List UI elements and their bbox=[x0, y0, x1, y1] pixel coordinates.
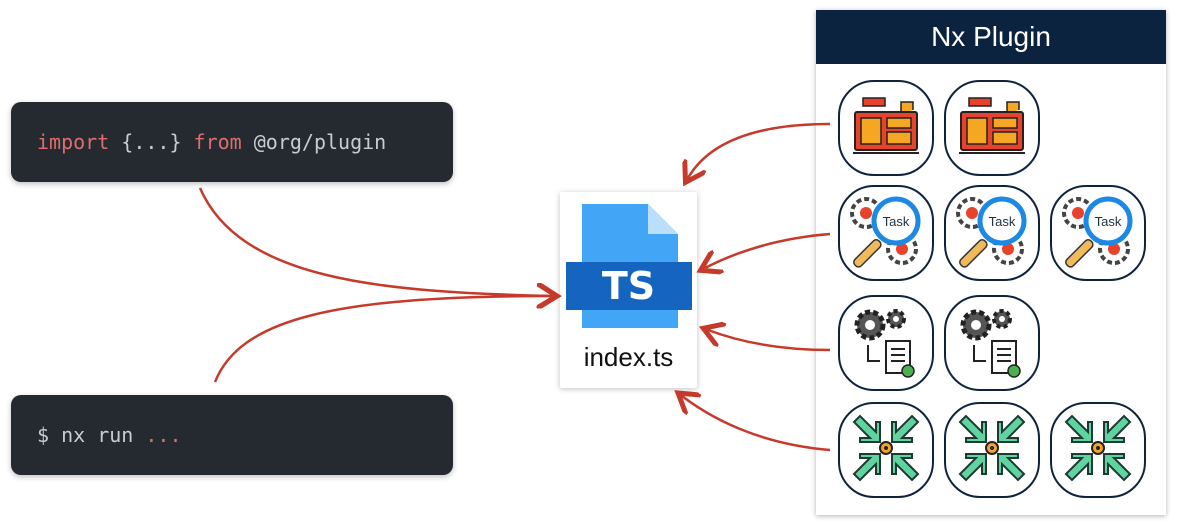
compress-arrows-icon bbox=[846, 408, 926, 493]
gears-document-icon bbox=[846, 301, 926, 386]
plugin-tile-task-gear-magnifier: Task bbox=[838, 185, 934, 281]
generator-icon bbox=[851, 96, 921, 161]
plugin-tile-compress-arrows bbox=[1050, 402, 1146, 498]
command-dots: ... bbox=[145, 423, 182, 447]
task-gear-magnifier-icon: Task bbox=[1058, 191, 1138, 276]
command-text: $ nx run bbox=[37, 423, 146, 447]
plugin-tile-generator bbox=[944, 80, 1040, 176]
ts-badge: TS bbox=[601, 264, 656, 308]
arrow-migrations bbox=[682, 396, 831, 452]
svg-text:Task: Task bbox=[1095, 214, 1122, 229]
plugin-tile-compress-arrows bbox=[944, 402, 1040, 498]
svg-text:Task: Task bbox=[883, 214, 910, 229]
code-braces: {...} bbox=[109, 130, 194, 154]
compress-arrows-icon bbox=[1058, 408, 1138, 493]
plugin-tile-generator bbox=[838, 80, 934, 176]
plugin-tile-task-gear-magnifier: Task bbox=[1050, 185, 1146, 281]
task-gear-magnifier-icon: Task bbox=[952, 191, 1032, 276]
arrow-graph bbox=[708, 330, 831, 352]
arrow-executors bbox=[705, 232, 831, 268]
file-name: index.ts bbox=[583, 342, 674, 372]
plugin-tile-gears-document bbox=[838, 295, 934, 391]
arrow-generators bbox=[688, 122, 831, 178]
plugin-tile-gears-document bbox=[944, 295, 1040, 391]
typescript-file-icon bbox=[566, 204, 692, 328]
plugin-tile-compress-arrows bbox=[838, 402, 934, 498]
index-ts-file-card: TS index.ts bbox=[560, 192, 697, 388]
panel-title: Nx Plugin bbox=[816, 10, 1166, 64]
arrow-import-to-file bbox=[198, 187, 552, 296]
generator-icon bbox=[957, 96, 1027, 161]
keyword-import: import bbox=[37, 130, 110, 154]
keyword-from: from bbox=[193, 130, 242, 154]
arrow-run-to-file bbox=[213, 296, 552, 383]
svg-text:Task: Task bbox=[989, 214, 1016, 229]
plugin-tile-task-gear-magnifier: Task bbox=[944, 185, 1040, 281]
import-code-block: import {...} from @org/plugin bbox=[11, 102, 453, 182]
code-package: @org/plugin bbox=[241, 130, 387, 154]
run-command-block: $ nx run ... bbox=[11, 395, 453, 475]
gears-document-icon bbox=[952, 301, 1032, 386]
task-gear-magnifier-icon: Task bbox=[846, 191, 926, 276]
compress-arrows-icon bbox=[952, 408, 1032, 493]
